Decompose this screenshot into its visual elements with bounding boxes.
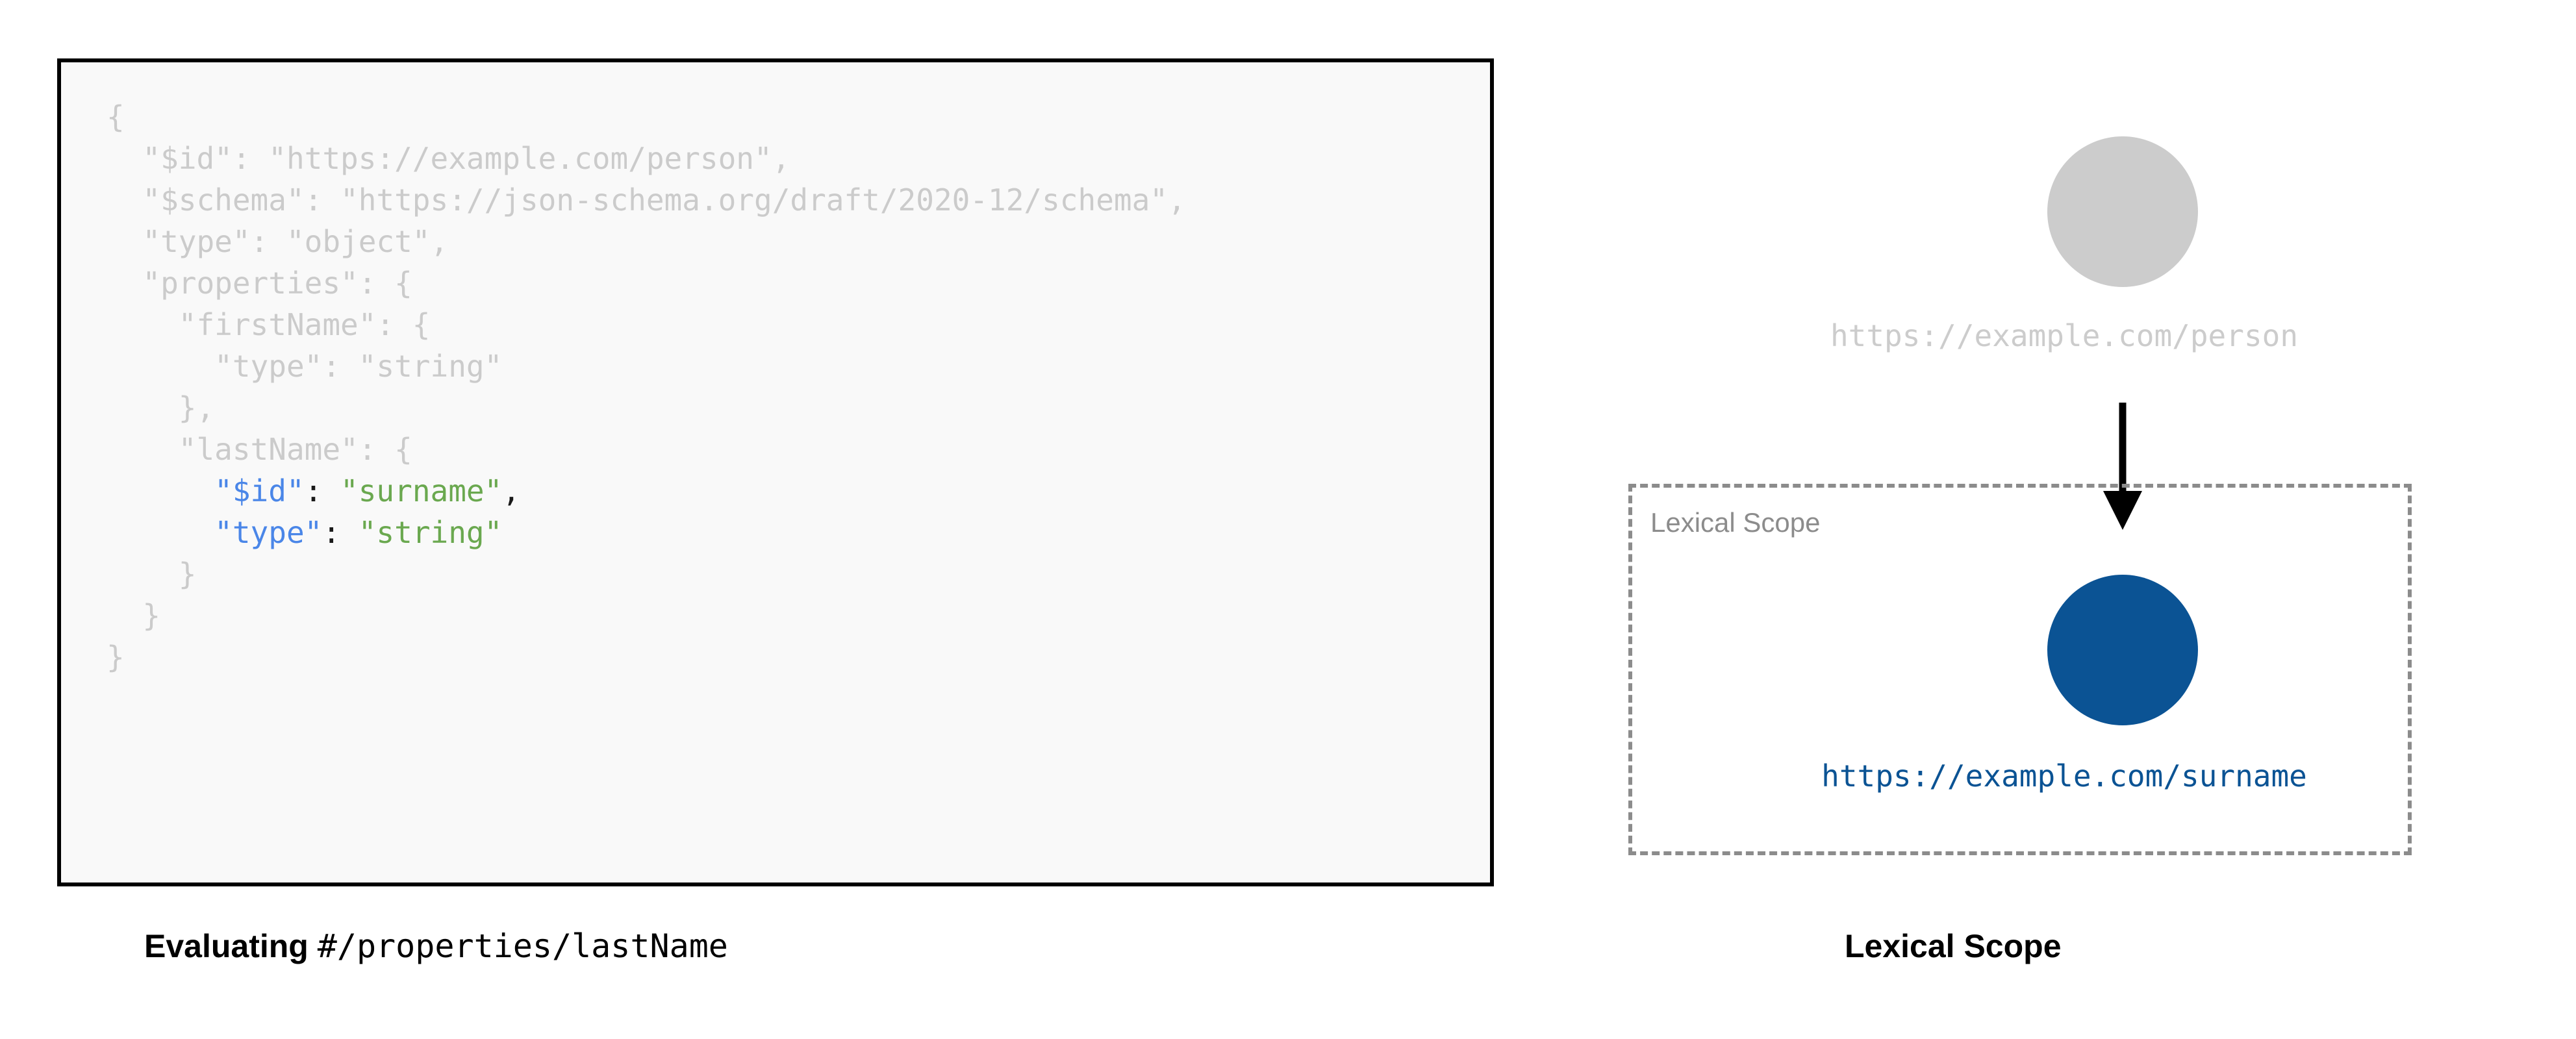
code-token: "lastName": { xyxy=(178,432,412,467)
code-line: "type": "string" xyxy=(107,512,1186,553)
code-line: "properties": { xyxy=(107,262,1186,304)
evaluating-panel: { "$id": "https://example.com/person", "… xyxy=(57,58,1494,965)
code-line: "$id": "https://example.com/person", xyxy=(107,138,1186,179)
code-line: } xyxy=(107,553,1186,595)
right-caption: Lexical Scope xyxy=(1845,927,2062,965)
lexical-scope-panel: https://example.com/person Lexical Scope… xyxy=(1552,0,2576,1039)
code-token: } xyxy=(178,557,197,592)
code-line: } xyxy=(107,636,1186,678)
code-token: "type": "object", xyxy=(142,224,449,259)
code-line: "$id": "surname", xyxy=(107,470,1186,512)
code-token: "$id": "https://example.com/person", xyxy=(142,141,790,176)
code-token: : xyxy=(322,515,359,550)
code-line: "type": "string" xyxy=(107,345,1186,387)
code-token: "string" xyxy=(358,515,503,550)
lexical-scope-box: Lexical Scope xyxy=(1628,484,2412,855)
left-caption-pointer: #/properties/lastName xyxy=(317,927,728,965)
code-token: , xyxy=(502,473,520,508)
code-line: "lastName": { xyxy=(107,429,1186,470)
code-token: { xyxy=(107,99,125,134)
code-token: "surname" xyxy=(340,473,503,508)
json-schema-code-listing: { "$id": "https://example.com/person", "… xyxy=(107,96,1186,678)
code-line: { xyxy=(107,96,1186,138)
code-token: } xyxy=(142,598,161,633)
code-line: "$schema": "https://json-schema.org/draf… xyxy=(107,179,1186,221)
left-caption: Evaluating #/properties/lastName xyxy=(144,927,728,965)
left-caption-bold: Evaluating xyxy=(144,928,309,964)
code-token: "type": "string" xyxy=(214,349,503,384)
scoped-schema-node-label: https://example.com/surname xyxy=(1821,758,2307,794)
code-token: "$schema": "https://json-schema.org/draf… xyxy=(142,182,1186,218)
code-line: } xyxy=(107,595,1186,636)
code-token: }, xyxy=(178,390,215,425)
code-line: }, xyxy=(107,387,1186,429)
code-token: "properties": { xyxy=(142,266,412,301)
code-token: "$id" xyxy=(214,473,305,508)
code-token: } xyxy=(107,640,125,675)
lexical-scope-box-label: Lexical Scope xyxy=(1650,507,1821,538)
json-schema-code-block: { "$id": "https://example.com/person", "… xyxy=(57,58,1494,886)
root-schema-node-circle xyxy=(2047,136,2198,287)
root-schema-node-label: https://example.com/person xyxy=(1830,318,2299,353)
code-token: "type" xyxy=(214,515,323,550)
code-token: : xyxy=(304,473,341,508)
code-line: "type": "object", xyxy=(107,221,1186,262)
code-line: "firstName": { xyxy=(107,304,1186,345)
code-token: "firstName": { xyxy=(178,307,431,342)
right-caption-text: Lexical Scope xyxy=(1845,928,2062,964)
scoped-schema-node-circle xyxy=(2047,575,2198,725)
